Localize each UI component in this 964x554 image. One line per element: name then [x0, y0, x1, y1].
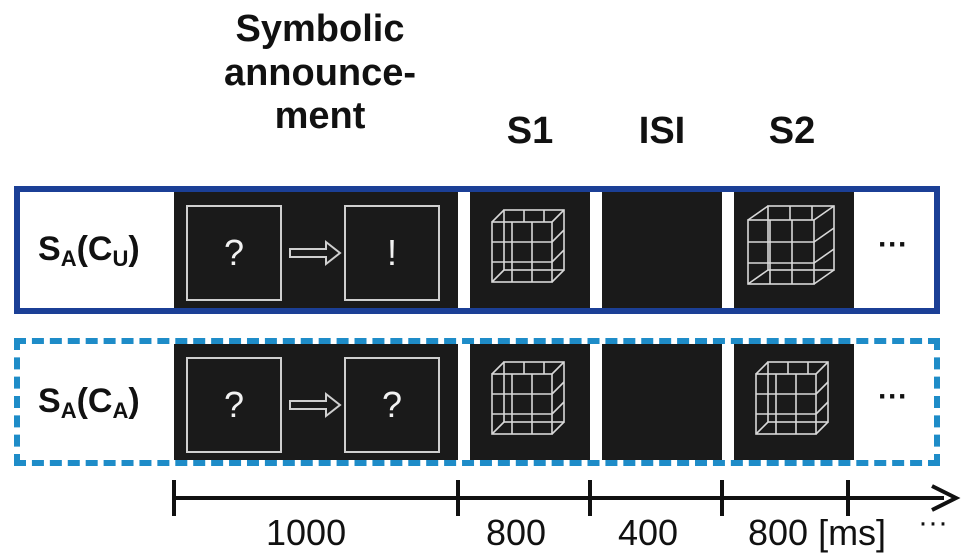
ellipsis: ··· — [878, 380, 908, 413]
cube-grid-icon — [491, 361, 565, 435]
label-sub-a2: A — [112, 398, 129, 423]
header-s1: S1 — [506, 110, 554, 152]
header-announcement-line1: Symbolic — [235, 8, 405, 50]
announcement-block: ? ! — [174, 192, 458, 308]
row-label: SA(CA) — [38, 382, 140, 424]
cue-frame-2: ! — [344, 205, 440, 301]
announcement-block: ? ? — [174, 344, 458, 460]
arrow-right-icon — [289, 239, 342, 267]
condition-row-certain: SA(CA) ? ? — [14, 338, 940, 466]
duration-s2: 800 [ms] — [748, 512, 887, 553]
duration-isi: 400 — [618, 512, 679, 553]
label-c: (C — [76, 382, 113, 420]
timeline-arrowhead-icon — [931, 484, 961, 512]
label-sub-a: A — [60, 398, 77, 423]
s1-block — [470, 344, 590, 460]
s2-block — [734, 344, 854, 460]
duration-s1: 800 — [486, 512, 547, 553]
label-s: S — [38, 230, 61, 268]
label-c: (C — [76, 230, 113, 268]
header-s2: S2 — [768, 110, 816, 152]
label-close: ) — [128, 230, 140, 268]
label-sub-u: U — [112, 246, 129, 271]
isi-block — [602, 192, 722, 308]
duration-announcement: 1000 — [266, 512, 347, 553]
isi-block — [602, 344, 722, 460]
s2-block — [734, 192, 854, 308]
label-s: S — [38, 382, 61, 420]
arrow-right-icon — [289, 391, 342, 419]
cue-frame-1: ? — [186, 357, 282, 453]
cue-frame-1: ? — [186, 205, 282, 301]
timeline-trailing-ellipsis: ··· — [918, 506, 948, 539]
label-close: ) — [128, 382, 140, 420]
cube-grid-icon — [755, 361, 829, 435]
header-announcement-line2: announce- — [223, 51, 417, 94]
header-isi: ISI — [638, 110, 686, 152]
row-label: SA(CU) — [38, 230, 140, 272]
label-sub-a: A — [60, 246, 77, 271]
cube-grid-icon — [747, 205, 835, 285]
s1-block — [470, 192, 590, 308]
header-announcement-line3: ment — [274, 95, 366, 138]
ellipsis: ··· — [878, 228, 908, 261]
cube-grid-icon — [491, 209, 565, 283]
cue-frame-2: ? — [344, 357, 440, 453]
header-announcement: Symbolic announce- ment — [190, 8, 450, 139]
condition-row-uncertain: SA(CU) ? ! — [14, 186, 940, 314]
